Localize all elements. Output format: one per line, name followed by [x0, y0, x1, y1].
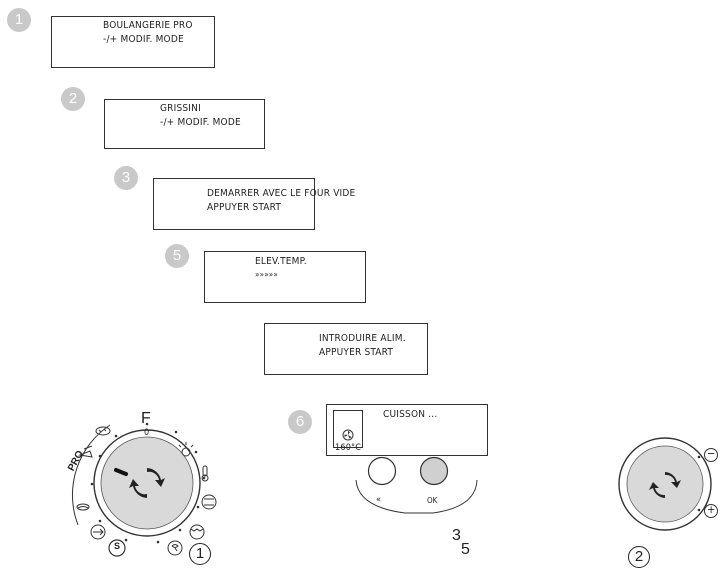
s-mode-label: S [114, 541, 121, 551]
step-badge-6: 6 [288, 410, 312, 434]
dial-letter-f: F [141, 410, 151, 427]
temperature-dial[interactable] [618, 437, 718, 531]
display-line-2: »»»»» [255, 270, 279, 279]
display-line-1: INTRODUIRE ALIM. [319, 333, 406, 344]
ok-button[interactable] [419, 456, 449, 486]
ok-button-label: OK [427, 496, 438, 505]
display-line-1: DEMARRER AVEC LE FOUR VIDE [207, 188, 356, 199]
lamp-icon [178, 442, 194, 457]
display-line-2: APPUYER START [319, 347, 394, 358]
callout-buttons-3: 3 [452, 527, 461, 544]
oven-mode-frame [333, 410, 363, 448]
display-line-1: BOULANGERIE PRO [103, 20, 193, 31]
plus-label: + [707, 503, 716, 516]
fan-heat-icon [167, 540, 183, 556]
display-line-2: -/+ MODIF. MODE [103, 34, 184, 45]
minus-label: − [707, 447, 716, 460]
bread-icon [76, 503, 90, 511]
display-step-2: GRISSINI -/+ MODIF. MODE [104, 99, 265, 149]
mode-selector-dial[interactable] [71, 422, 217, 557]
dial-pointer [114, 468, 128, 476]
display-step-5: ELEV.TEMP. »»»»» [204, 251, 366, 303]
dial-zero-mark: 0 [144, 428, 150, 438]
display-step-4: INTRODUIRE ALIM. APPUYER START [264, 323, 428, 375]
oven-temperature: 160°C [335, 443, 362, 453]
step-badge-3: 3 [114, 166, 138, 190]
rotate-arrows-icon [649, 472, 681, 498]
callout-temp-dial: 2 [628, 546, 650, 568]
back-button-label: « [376, 495, 381, 505]
rotate-arrows-icon [129, 468, 165, 498]
display-line-2: APPUYER START [207, 202, 282, 213]
display-step-1: BOULANGERIE PRO -/+ MODIF. MODE [51, 16, 215, 68]
display-line-2: -/+ MODIF. MODE [160, 117, 241, 128]
callout-buttons-5: 5 [461, 541, 470, 558]
minus-icon [704, 448, 718, 462]
display-line-1: ELEV.TEMP. [255, 256, 307, 267]
baguette-icon [95, 426, 111, 436]
thermometer-icon [201, 465, 209, 482]
top-bottom-heat-icon [201, 494, 217, 510]
back-button[interactable] [367, 456, 397, 486]
grill-icon [189, 524, 205, 540]
step-badge-1: 1 [7, 8, 31, 32]
display-step-3: DEMARRER AVEC LE FOUR VIDE APPUYER START [153, 178, 355, 230]
fan-icon [342, 429, 354, 441]
callout-mode-dial: 1 [189, 543, 211, 565]
step-badge-2: 2 [61, 87, 85, 111]
display-step-6: 160°C CUISSON ... [326, 404, 488, 456]
button-panel [355, 456, 478, 514]
display-line-1: GRISSINI [160, 103, 201, 114]
display-line-1: CUISSON ... [383, 409, 438, 420]
plus-icon [704, 504, 718, 518]
pizza-icon [78, 445, 93, 458]
bottom-heat-icon [90, 524, 106, 540]
step-badge-5: 5 [165, 244, 189, 268]
s-mode-icon [108, 539, 126, 557]
